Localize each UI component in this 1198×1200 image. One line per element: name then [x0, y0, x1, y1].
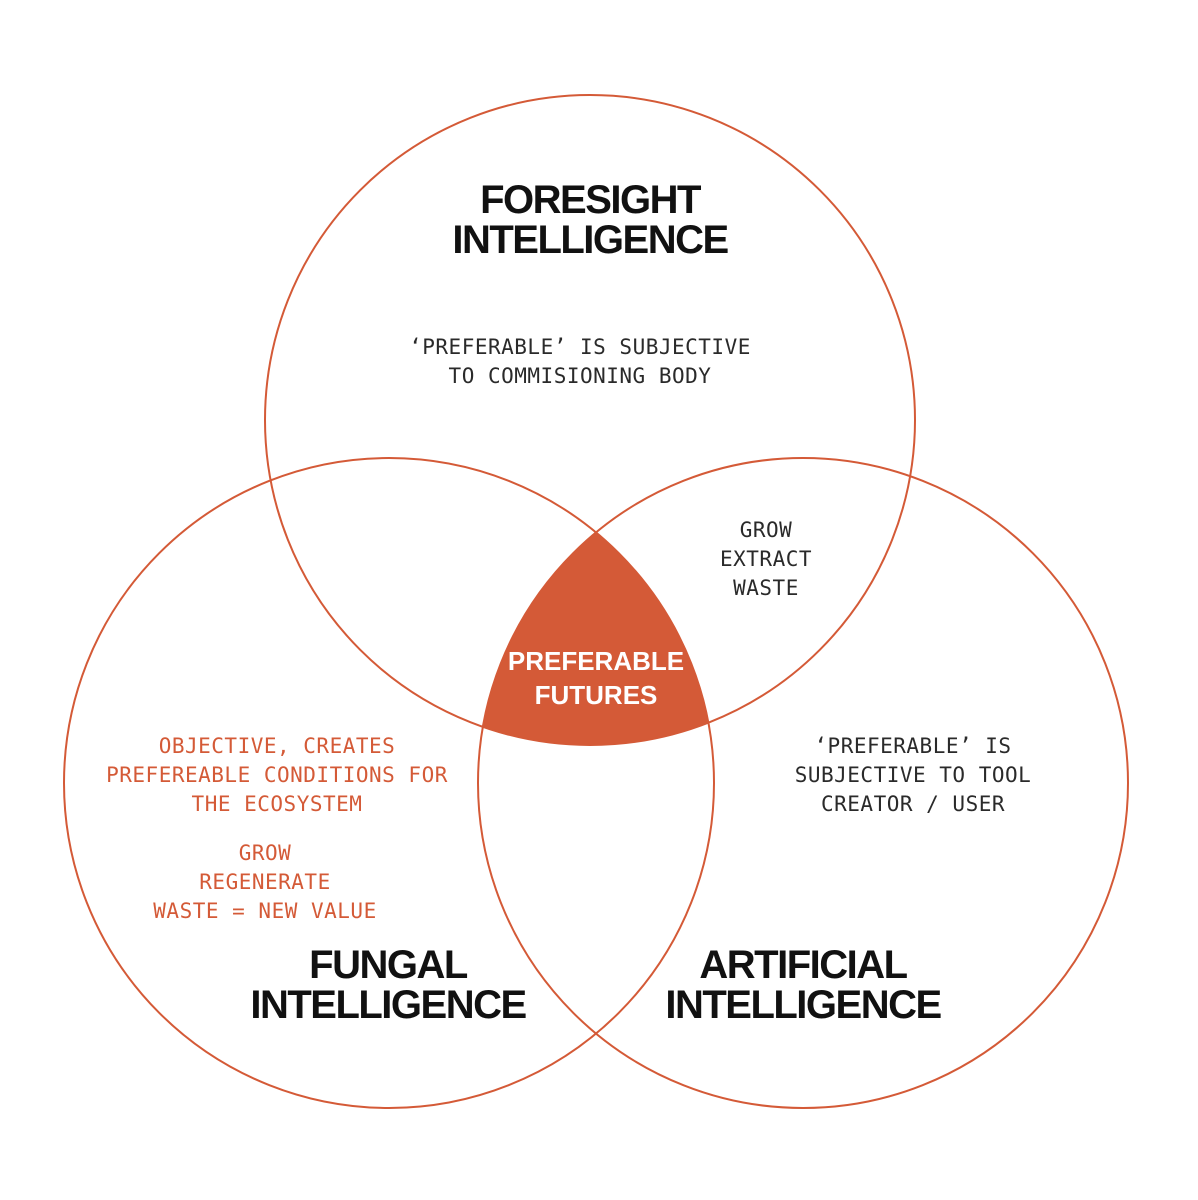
foresight-title: FORESIGHT INTELLIGENCE [452, 178, 729, 262]
overlap-note-line-3: WASTE [733, 576, 799, 600]
overlap-note-line-2: EXTRACT [719, 547, 813, 571]
artificial-note-line-2: SUBJECTIVE TO TOOL [794, 763, 1032, 787]
artificial-note-line-3: CREATOR / USER [820, 792, 1006, 816]
foresight-note-line-2: TO COMMISIONING BODY [448, 364, 712, 388]
fungal-title: FUNGAL INTELLIGENCE [250, 943, 527, 1027]
fungal-note-line-3: THE ECOSYSTEM [191, 792, 363, 816]
artificial-note-line-1: ‘PREFERABLE’ IS [814, 734, 1012, 758]
fungal-circle [63, 457, 715, 1109]
foresight-title-line-1: FORESIGHT [480, 178, 701, 222]
overlap-note-line-1: GROW [739, 518, 793, 542]
artificial-title-line-2: INTELLIGENCE [665, 983, 942, 1027]
artificial-circle [477, 457, 1129, 1109]
foresight-note-line-1: ‘PREFERABLE’ IS SUBJECTIVE [409, 335, 751, 359]
fungal-note-2-line-2: REGENERATE [199, 870, 331, 894]
overlap-note: GROW EXTRACT WASTE [720, 516, 812, 603]
center-label-line-2: FUTURES [534, 680, 658, 710]
foresight-title-line-2: INTELLIGENCE [452, 218, 729, 262]
artificial-title-line-1: ARTIFICIAL [699, 943, 908, 987]
fungal-note-2-line-3: WASTE = NEW VALUE [153, 899, 377, 923]
fungal-title-line-2: INTELLIGENCE [250, 983, 527, 1027]
artificial-note: ‘PREFERABLE’ IS SUBJECTIVE TO TOOL CREAT… [795, 732, 1032, 819]
center-intersection-region [482, 532, 709, 745]
foresight-circle [264, 94, 916, 746]
fungal-note-2-line-1: GROW [238, 841, 292, 865]
fungal-note-line-2: PREFEREABLE CONDITIONS FOR [106, 763, 448, 787]
foresight-note: ‘PREFERABLE’ IS SUBJECTIVE TO COMMISIONI… [409, 333, 751, 391]
fungal-note-line-1: OBJECTIVE, CREATES [158, 734, 396, 758]
artificial-title: ARTIFICIAL INTELLIGENCE [665, 943, 942, 1027]
fungal-note-2: GROW REGENERATE WASTE = NEW VALUE [153, 839, 376, 926]
center-label: PREFERABLE FUTURES [508, 644, 684, 712]
fungal-title-line-1: FUNGAL [309, 943, 468, 987]
center-label-line-1: PREFERABLE [507, 646, 685, 676]
fungal-note: OBJECTIVE, CREATES PREFEREABLE CONDITION… [106, 732, 448, 819]
